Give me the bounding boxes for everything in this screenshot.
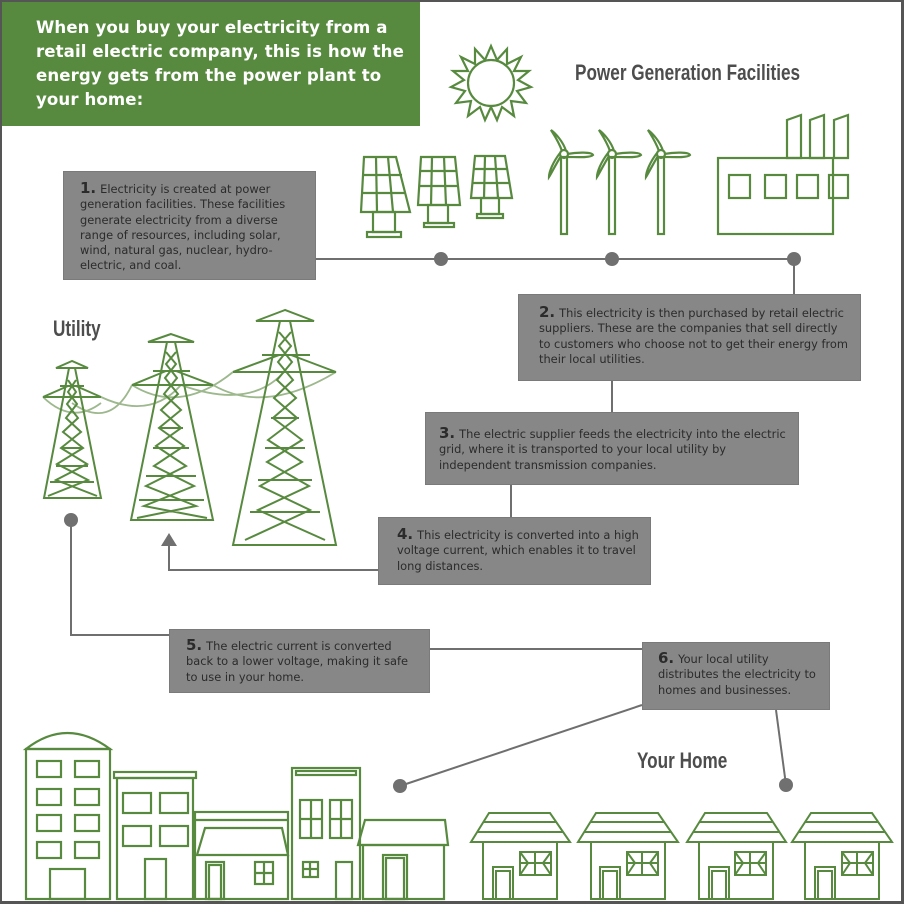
pylon-icon bbox=[42, 359, 103, 499]
your-home-label: Your Home bbox=[637, 748, 728, 773]
step-1-box: 1.Electricity is created at power genera… bbox=[63, 171, 316, 280]
transmission-towers bbox=[42, 308, 338, 546]
step-4-box: 4.This electricity is converted into a h… bbox=[378, 517, 651, 585]
step-number: 5. bbox=[186, 636, 203, 654]
step-text: This electricity is then purchased by re… bbox=[539, 306, 848, 366]
pylon-icon bbox=[129, 332, 215, 521]
step-number: 2. bbox=[539, 303, 556, 321]
step-6-box: 6.Your local utility distributes the ele… bbox=[642, 642, 830, 710]
utility-label: Utility bbox=[53, 316, 101, 341]
step-text: Your local utility distributes the elect… bbox=[658, 652, 816, 697]
step-number: 3. bbox=[439, 424, 456, 442]
step-text: The electric current is converted back t… bbox=[186, 639, 409, 684]
solar-panel-icon bbox=[416, 155, 462, 229]
home-icon bbox=[685, 812, 788, 900]
home-icon bbox=[576, 812, 680, 900]
connector-dot bbox=[393, 779, 407, 793]
connector-dot bbox=[779, 778, 793, 792]
city-buildings bbox=[22, 731, 450, 901]
solar-panel-icon bbox=[469, 154, 514, 220]
shop-building-icon bbox=[193, 810, 290, 901]
wind-turbine-icon bbox=[644, 129, 692, 236]
step-number: 4. bbox=[397, 525, 414, 543]
apartment-building-icon bbox=[22, 731, 114, 901]
power-generation-label: Power Generation Facilities bbox=[575, 60, 801, 85]
pylon-icon bbox=[231, 308, 338, 546]
step-3-box: 3.The electric supplier feeds the electr… bbox=[425, 412, 799, 485]
arrow-up-icon bbox=[161, 533, 177, 546]
connector-tower-to-step5 bbox=[70, 520, 169, 636]
connector-dots bbox=[64, 252, 801, 793]
step-number: 6. bbox=[658, 649, 675, 667]
intro-text: When you buy your electricity from a ret… bbox=[36, 18, 404, 109]
home-icon bbox=[469, 812, 572, 900]
connector-dot bbox=[64, 513, 78, 527]
small-house-building-icon bbox=[356, 818, 450, 901]
connector-dot bbox=[434, 252, 448, 266]
step-2-box: 2.This electricity is then purchased by … bbox=[518, 294, 861, 381]
townhouse-building-icon bbox=[290, 766, 362, 901]
connector-step4-to-tower bbox=[168, 545, 378, 571]
wind-turbine-icon bbox=[595, 129, 643, 236]
step-text: The electric supplier feeds the electric… bbox=[439, 427, 786, 472]
factory-icon bbox=[716, 113, 850, 236]
connector-dot bbox=[787, 252, 801, 266]
home-icon bbox=[790, 812, 894, 900]
connector-dot bbox=[605, 252, 619, 266]
wind-turbine-icon bbox=[547, 129, 595, 236]
connector-step6-to-homes bbox=[775, 709, 787, 786]
step-5-box: 5.The electric current is converted back… bbox=[169, 629, 430, 693]
connector-step6-to-buildings bbox=[399, 704, 643, 787]
step-text: Electricity is created at power generati… bbox=[80, 182, 286, 273]
homes bbox=[469, 812, 894, 900]
office-building-icon bbox=[112, 770, 198, 901]
solar-panel-icon bbox=[359, 155, 412, 239]
sun-icon bbox=[448, 43, 534, 123]
step-number: 1. bbox=[80, 179, 97, 197]
intro-banner: When you buy your electricity from a ret… bbox=[2, 2, 420, 126]
step-text: This electricity is converted into a hig… bbox=[397, 528, 639, 573]
flow-connectors bbox=[70, 258, 795, 787]
